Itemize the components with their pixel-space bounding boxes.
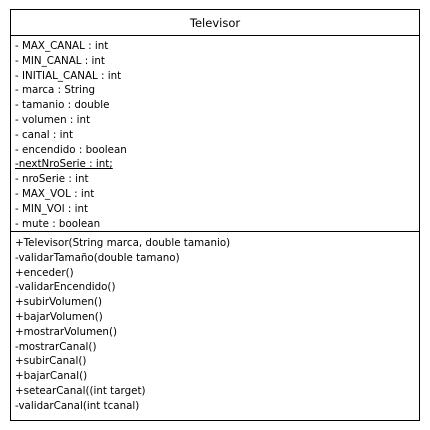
method-row: +enceder() — [15, 266, 74, 279]
method-row: +bajarVolumen() — [15, 310, 103, 323]
method-row: -validarTamaño(double tamano) — [15, 251, 180, 264]
attribute-row: - MAX_CANAL : int — [15, 40, 109, 52]
method-row: +subirVolumen() — [15, 296, 103, 309]
attributes-compartment: - MAX_CANAL : int - MIN_CANAL : int - INIT… — [11, 36, 419, 232]
attribute-row: - INITIAL_CANAL : int — [15, 69, 122, 82]
method-row: +setearCanal((int target) — [15, 384, 146, 397]
class-name: Televisor — [11, 10, 419, 36]
attribute-row: - nroSerie : int — [15, 173, 89, 186]
attribute-row: - MAX_VOL : int — [15, 187, 95, 200]
method-row: +bajarCanal() — [15, 370, 88, 383]
attribute-row: -nextNroSerie : int; — [15, 158, 113, 171]
attribute-row: - canal : int — [15, 128, 74, 141]
method-row: -mostrarCanal() — [15, 340, 97, 353]
attribute-row: - MIN_VOl : int — [15, 202, 89, 215]
attribute-row: - marca : String — [15, 84, 96, 97]
method-row: +subirCanal() — [15, 355, 87, 368]
attribute-row: - MIN_CANAL : int — [15, 54, 105, 67]
methods-compartment: +Televisor(String marca, double tamanio)… — [11, 232, 419, 414]
attribute-row: - tamanio : double — [15, 99, 110, 112]
method-row: +Televisor(String marca, double tamanio) — [15, 237, 231, 249]
uml-class-box: Televisor - MAX_CANAL : int - MIN_CANAL :… — [10, 9, 420, 421]
method-row: -validarEncendido() — [15, 281, 116, 294]
attribute-row: - encendido : boolean — [15, 143, 127, 156]
method-row: +mostrarVolumen() — [15, 325, 117, 338]
method-row: -validarCanal(int tcanal) — [15, 399, 140, 412]
attribute-row: - mute : boolean — [15, 217, 101, 230]
attribute-row: - volumen : int — [15, 113, 91, 126]
